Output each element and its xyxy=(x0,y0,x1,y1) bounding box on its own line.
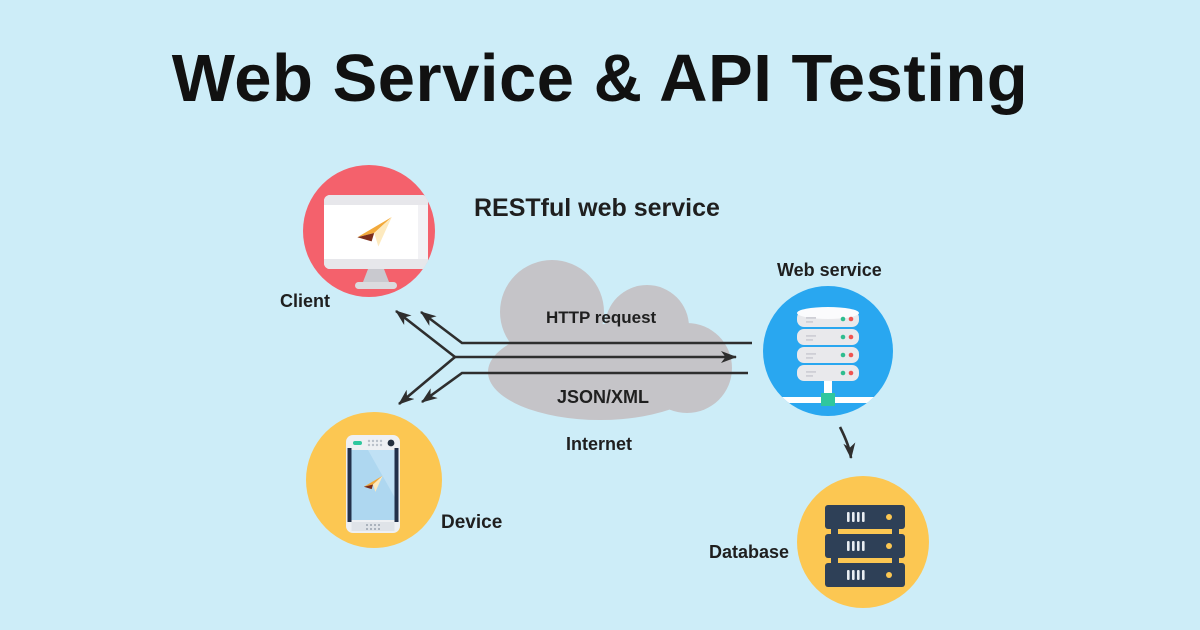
internet-label: Internet xyxy=(566,434,633,454)
server-vents xyxy=(847,512,865,580)
web-service-label: Web service xyxy=(777,260,882,280)
status-led-dots xyxy=(840,316,854,376)
connection-arrows xyxy=(395,309,856,459)
monitor-icon xyxy=(324,195,428,289)
database-label: Database xyxy=(709,542,790,562)
smartphone-icon xyxy=(346,435,400,533)
device-label: Device xyxy=(441,512,503,533)
json-xml-label: JSON/XML xyxy=(557,387,650,407)
http-request-label: HTTP request xyxy=(546,308,657,327)
client-node xyxy=(303,165,435,297)
arrow-top-to-client xyxy=(420,310,752,345)
restful-web-service-label: RESTful web service xyxy=(474,194,720,222)
server-power-dots xyxy=(886,514,892,578)
page-title: Web Service & API Testing xyxy=(171,41,1029,116)
arrow-bottom-to-device xyxy=(421,371,748,404)
arrow-webservice-to-database xyxy=(838,426,856,459)
database-node xyxy=(797,476,929,608)
arrow-middle-to-client xyxy=(395,309,456,359)
database-rack-icon xyxy=(825,505,905,587)
server-stack-icon xyxy=(773,307,883,406)
web-service-node xyxy=(763,286,893,416)
arrow-middle-to-device xyxy=(398,356,456,405)
client-label: Client xyxy=(280,291,331,311)
device-node xyxy=(306,412,442,548)
